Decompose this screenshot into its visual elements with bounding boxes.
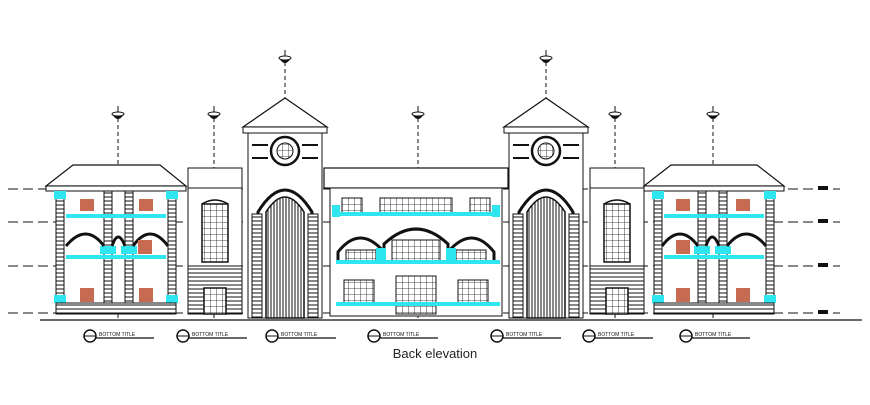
right-wing [642,164,786,315]
bottom-title-tag: BOTTOM TITLE [490,329,561,343]
title-tags: BOTTOM TITLE BOTTOM TITLE BOTTOM TITLE BOTT… [83,329,750,343]
bottom-title-label: BOTTOM TITLE [192,332,229,338]
right-narrow-block [589,167,645,315]
bottom-title-label: BOTTOM TITLE [506,332,543,338]
bottom-title-label: BOTTOM TITLE [281,332,318,338]
finial-icon [278,50,292,63]
level-markers [818,186,828,314]
finial-icon [706,106,720,119]
bottom-title-tag: BOTTOM TITLE [679,329,750,343]
left-wing [44,164,188,315]
bottom-title-label: BOTTOM TITLE [99,332,136,338]
bottom-title-tag: BOTTOM TITLE [367,329,438,343]
bottom-title-tag: BOTTOM TITLE [83,329,154,343]
bottom-title-tag: BOTTOM TITLE [176,329,247,343]
finial-icon [111,106,125,119]
bottom-title-label: BOTTOM TITLE [383,332,420,338]
finial-icon [411,106,425,119]
finial-icon [539,50,553,63]
bottom-title-label: BOTTOM TITLE [695,332,732,338]
bottom-title-tag: BOTTOM TITLE [582,329,653,343]
bottom-title-label: BOTTOM TITLE [598,332,635,338]
left-tower [241,97,329,319]
left-narrow-block [187,167,243,315]
finial-icon [207,106,221,119]
bottom-title-tag: BOTTOM TITLE [265,329,336,343]
center-block [323,167,509,317]
right-tower [502,97,590,319]
drawing-caption: Back elevation [392,346,478,361]
finial-icon [608,106,622,119]
